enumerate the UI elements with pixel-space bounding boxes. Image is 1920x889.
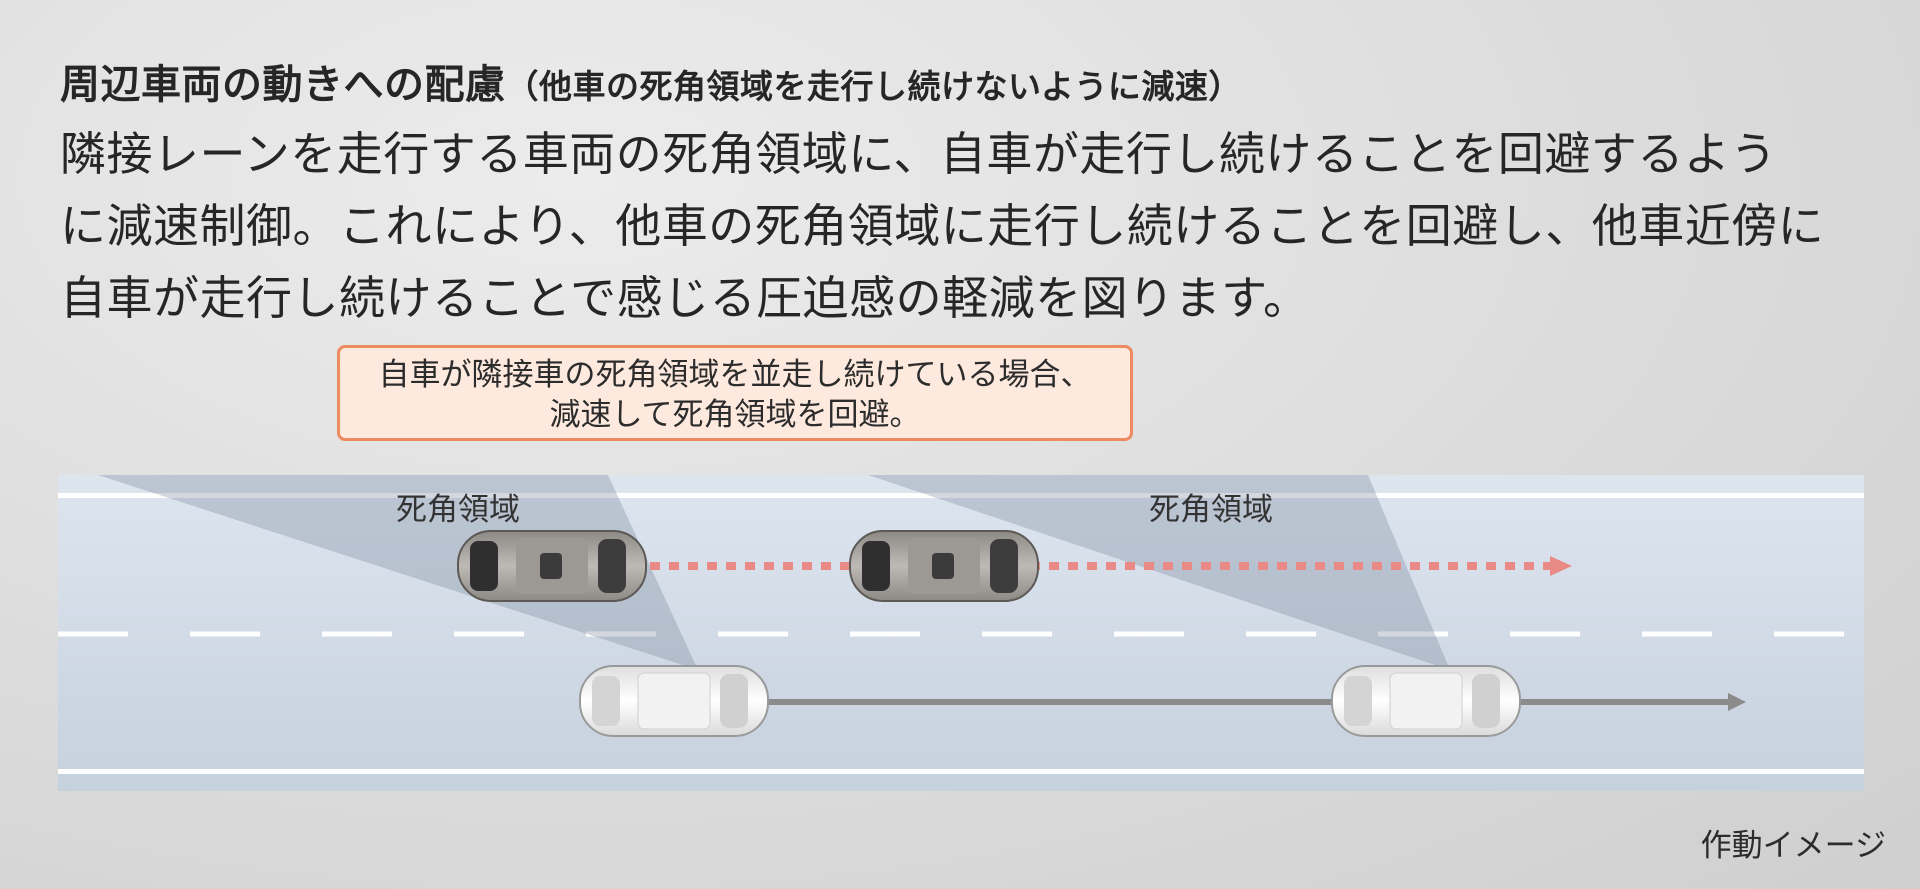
blind-spot-zone-2 [868, 475, 1450, 670]
caption: 作動イメージ [1700, 828, 1886, 864]
road-edge-line-bottom [58, 769, 1864, 774]
blind-spot-label-1: 死角領域 [396, 492, 520, 528]
callout-line: 自車が隣接車の死角領域を並走し続けている場合、 [378, 357, 1092, 393]
road-edge-line-top [58, 493, 1864, 498]
description: 隣接レーンを走行する車両の死角領域に、自車が走行し続けることを回避するよう に減… [60, 118, 1880, 334]
other-car-1 [457, 530, 647, 602]
callout-box: 自車が隣接車の死角領域を並走し続けている場合、 減速して死角領域を回避。 [337, 345, 1133, 441]
blind-spot-label-2: 死角領域 [1149, 492, 1273, 528]
heading: 周辺車両の動きへの配慮（他車の死角領域を走行し続けないように減速） [60, 52, 1242, 110]
heading-title: 周辺車両の動きへの配慮 [60, 62, 506, 108]
other-car-path-arrowhead [1550, 556, 1572, 576]
description-line: に減速制御。これにより、他車の死角領域に走行し続けることを回避し、他車近傍に [60, 199, 1825, 253]
other-car-2 [849, 530, 1039, 602]
description-line: 隣接レーンを走行する車両の死角領域に、自車が走行し続けることを回避するよう [60, 127, 1777, 181]
description-line: 自車が走行し続けることで感じる圧迫感の軽減を図ります。 [60, 271, 1310, 325]
road-diagram: 死角領域 死角領域 [58, 475, 1864, 791]
callout-line: 減速して死角領域を回避。 [549, 397, 921, 433]
own-car-path-arrowhead [1728, 693, 1746, 711]
own-car-1 [579, 665, 769, 737]
own-car-2 [1331, 665, 1521, 737]
heading-subtitle: （他車の死角領域を走行し続けないように減速） [505, 67, 1242, 106]
blind-spot-zone-1 [98, 475, 698, 670]
